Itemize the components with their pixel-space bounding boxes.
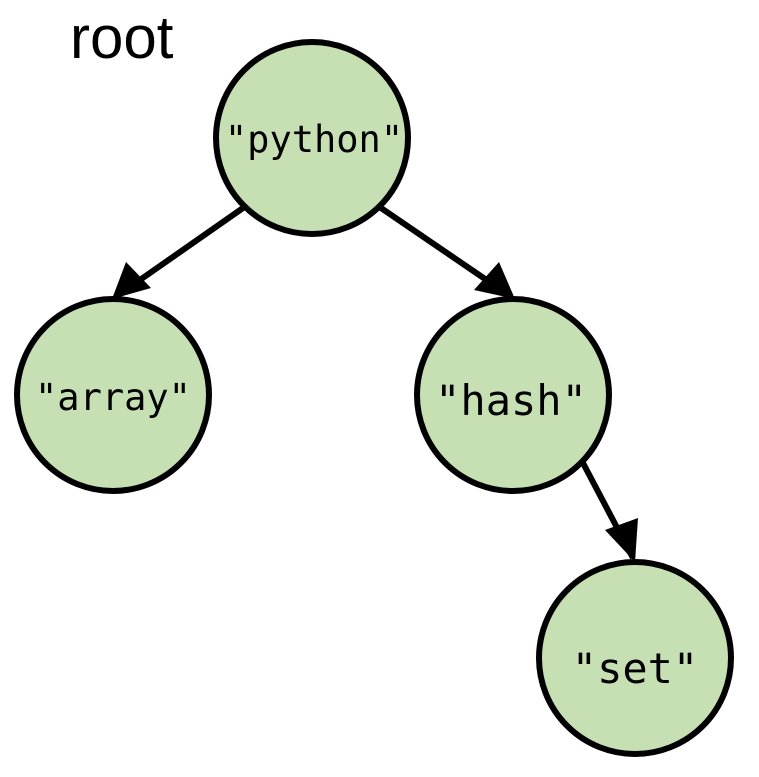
node-array-circle — [14, 296, 212, 494]
edge-hash-set-arrowhead — [605, 518, 638, 562]
node-hash-label: "hash" — [435, 376, 587, 425]
node-set-circle — [536, 559, 734, 757]
root-label: root — [70, 4, 174, 71]
node-array-label: "array" — [35, 376, 191, 419]
edge-python-array-arrowhead — [112, 262, 151, 299]
node-hash: "hash" — [414, 296, 612, 494]
node-set: "set" — [536, 559, 734, 757]
edges — [112, 205, 638, 562]
node-set-label: "set" — [572, 644, 698, 693]
node-python-circle — [213, 39, 411, 237]
node-python-label: "python" — [225, 118, 403, 161]
node-python: "python" — [213, 39, 411, 237]
node-hash-circle — [414, 296, 612, 494]
node-array: "array" — [14, 296, 212, 494]
edge-python-hash-arrowhead — [474, 262, 515, 299]
